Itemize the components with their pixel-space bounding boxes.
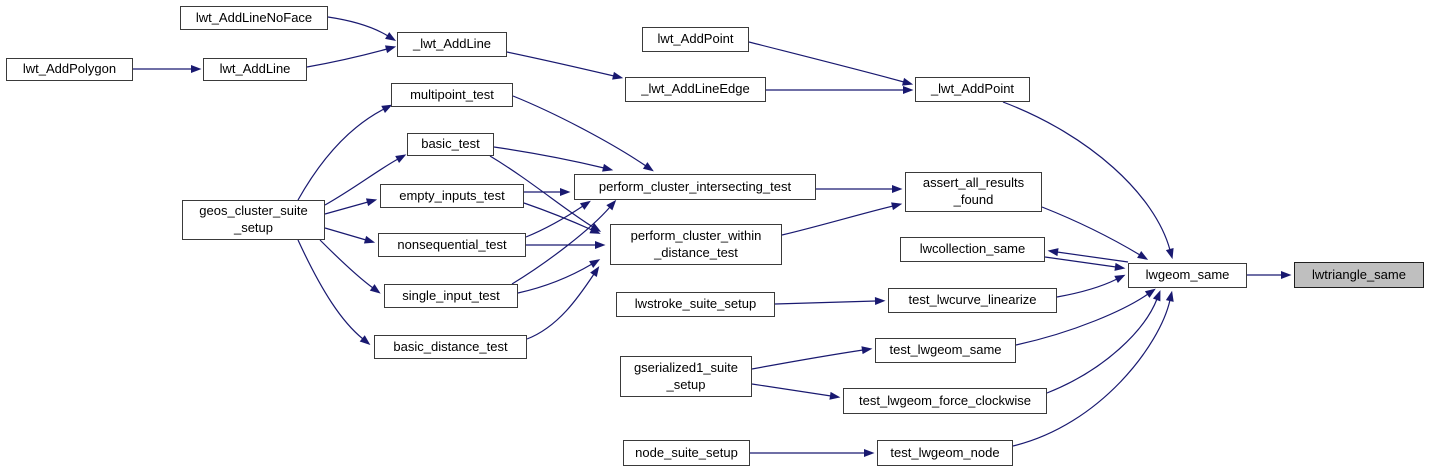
node-lwcollection_same[interactable]: lwcollection_same [900,237,1045,262]
node-_lwt_AddLineEdge[interactable]: _lwt_AddLineEdge [625,77,766,102]
edge-assert_all_results_found-lwgeom_same [1041,206,1149,260]
edge-geos_cluster_suite_setup-nonsequential_test [324,227,376,244]
node-empty_inputs_test[interactable]: empty_inputs_test [380,184,524,208]
node-lwtriangle_same: lwtriangle_same [1294,262,1424,288]
edge-test_lwcurve_linearize-lwgeom_same [1056,274,1126,298]
node-multipoint_test[interactable]: multipoint_test [391,83,513,107]
edge-lwt_AddPoint-_lwt_AddPoint [748,41,914,86]
node-test_lwgeom_same[interactable]: test_lwgeom_same [875,338,1016,363]
edge-geos_cluster_suite_setup-single_input_test [319,239,381,294]
node-_lwt_AddLine[interactable]: _lwt_AddLine [397,32,507,57]
edge-lwt_AddLine-_lwt_AddLine [306,45,397,68]
node-lwt_AddPolygon[interactable]: lwt_AddPolygon [6,58,133,81]
node-basic_test[interactable]: basic_test [407,133,494,156]
node-basic_distance_test[interactable]: basic_distance_test [374,335,527,359]
edge-lwstroke_suite_setup-test_lwcurve_linearize [774,297,886,306]
edge-test_lwgeom_force_clockwise-lwgeom_same [1046,290,1161,394]
edge-gserialized1_suite_setup-test_lwgeom_same [751,346,873,370]
edge-multipoint_test-perform_cluster_intersecting_test [512,95,654,172]
edge-geos_cluster_suite_setup-empty_inputs_test [324,198,378,215]
node-perform_cluster_within_distance_test[interactable]: perform_cluster_within _distance_test [610,224,782,265]
edge-_lwt_AddLine-_lwt_AddLineEdge [506,51,624,80]
node-gserialized1_suite_setup[interactable]: gserialized1_suite _setup [620,356,752,397]
edge-lwt_AddLineNoFace-_lwt_AddLine [327,16,397,41]
node-test_lwgeom_node[interactable]: test_lwgeom_node [877,440,1013,466]
edge-geos_cluster_suite_setup-basic_test [324,154,407,206]
edge-test_lwgeom_node-lwgeom_same [1012,290,1174,447]
edge-empty_inputs_test-perform_cluster_within_distance_test [523,202,601,234]
node-node_suite_setup[interactable]: node_suite_setup [623,440,750,466]
edge-lwcollection_same-lwgeom_same [1044,256,1126,271]
edge-basic_test-perform_cluster_intersecting_test [493,146,614,172]
edge-single_input_test-perform_cluster_intersecting_test [511,199,617,285]
node-lwt_AddLine[interactable]: lwt_AddLine [203,58,307,81]
edge-gserialized1_suite_setup-test_lwgeom_force_clockwise [751,383,841,400]
node-lwstroke_suite_setup[interactable]: lwstroke_suite_setup [616,292,775,317]
node-test_lwcurve_linearize[interactable]: test_lwcurve_linearize [888,288,1057,313]
node-single_input_test[interactable]: single_input_test [384,284,518,308]
edge-geos_cluster_suite_setup-basic_distance_test [297,239,371,345]
node-_lwt_AddPoint[interactable]: _lwt_AddPoint [915,77,1030,102]
node-nonsequential_test[interactable]: nonsequential_test [378,233,526,257]
edge-lwgeom_same-lwcollection_same [1047,248,1129,263]
edge-_lwt_AddPoint-lwgeom_same [1002,101,1174,260]
node-lwt_AddPoint[interactable]: lwt_AddPoint [642,27,749,52]
node-lwgeom_same[interactable]: lwgeom_same [1128,263,1247,288]
node-assert_all_results_found[interactable]: assert_all_results _found [905,172,1042,212]
edge-geos_cluster_suite_setup-multipoint_test [297,104,393,201]
edge-perform_cluster_within_distance_test-assert_all_results_found [781,202,903,236]
edge-basic_distance_test-perform_cluster_within_distance_test [526,266,600,340]
node-lwt_AddLineNoFace[interactable]: lwt_AddLineNoFace [180,6,328,30]
node-perform_cluster_intersecting_test[interactable]: perform_cluster_intersecting_test [574,174,816,200]
edge-test_lwgeom_same-lwgeom_same [1015,288,1156,346]
node-geos_cluster_suite_setup[interactable]: geos_cluster_suite _setup [182,200,325,240]
edge-basic_test-perform_cluster_within_distance_test [489,155,602,232]
edge-nonsequential_test-perform_cluster_intersecting_test [525,200,591,238]
node-test_lwgeom_force_clockwise[interactable]: test_lwgeom_force_clockwise [843,388,1047,414]
edge-single_input_test-perform_cluster_within_distance_test [517,259,601,294]
